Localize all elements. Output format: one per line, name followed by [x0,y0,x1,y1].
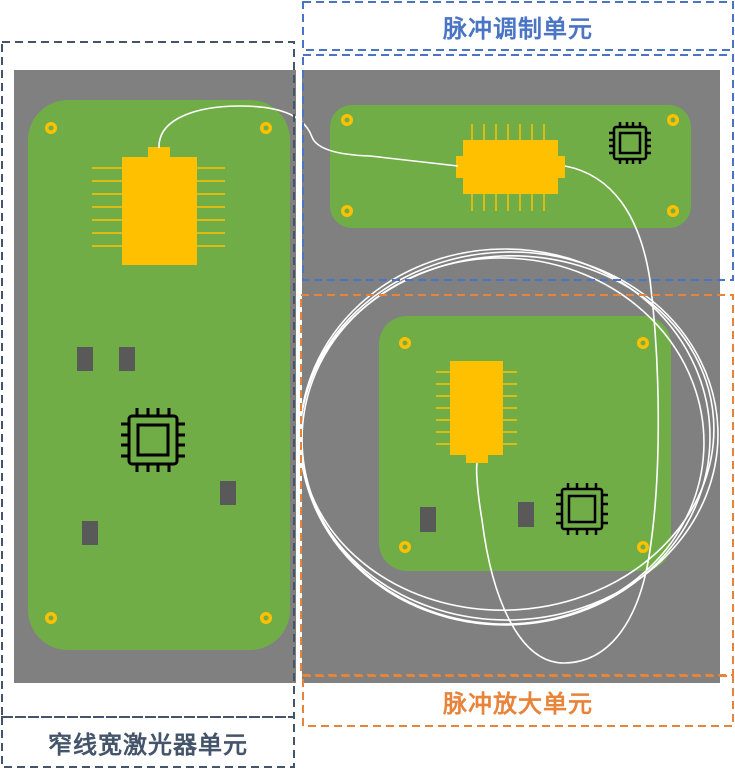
chip-icon [556,483,608,535]
component [119,347,135,371]
component [220,481,236,505]
chip-icon [609,122,651,164]
laser-unit-label: 窄线宽激光器单元 [48,730,248,759]
mounting-hole [260,612,272,624]
mounting-hole [667,205,679,217]
fiber-coil [158,105,719,664]
mounting-hole [341,114,353,126]
component [77,347,93,371]
mounting-hole [45,612,57,624]
laser-label-box [1,716,295,768]
mounting-hole [45,122,57,134]
mounting-hole [637,541,649,553]
butterfly-package [92,147,225,265]
modulation-label-box [302,1,734,51]
modulation-pcb [330,105,691,228]
butterfly-package [436,361,517,463]
mounting-hole [260,122,272,134]
butterfly-package [456,124,565,211]
component [82,521,98,545]
component [420,507,436,532]
mounting-hole [399,541,411,553]
mounting-hole [341,205,353,217]
amplifier-label-box [302,675,734,727]
modulation-unit-label: 脉冲调制单元 [443,14,593,43]
amplifier-pcb [379,316,671,571]
amplifier-unit-label: 脉冲放大单元 [443,689,593,718]
chip-icon [121,408,185,472]
mounting-hole [667,114,679,126]
component [518,502,534,527]
modulation-unit-border [302,54,734,281]
mounting-hole [637,337,649,349]
laser-pcb [28,100,290,650]
mounting-hole [399,337,411,349]
